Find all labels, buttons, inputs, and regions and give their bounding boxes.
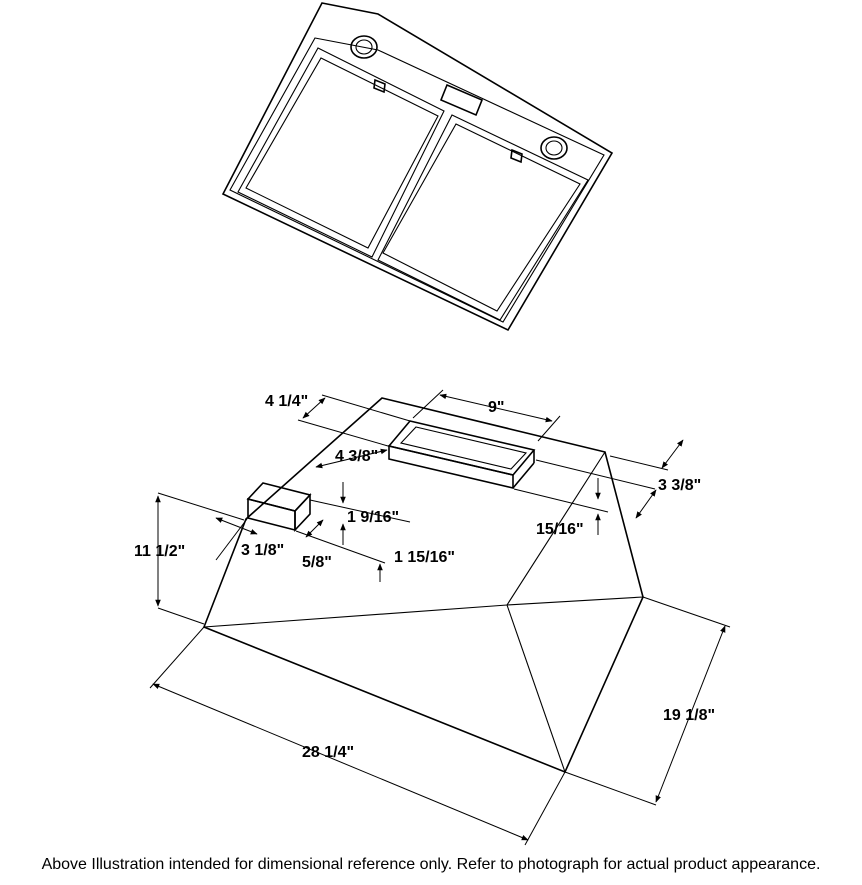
light-right-icon	[540, 136, 568, 160]
light-left-icon	[350, 35, 378, 59]
dim-plug-height: 1 9/16"	[347, 509, 399, 526]
dim-duct-offset-back: 4 1/4"	[265, 393, 308, 410]
control-panel	[439, 83, 484, 117]
dim-duct-offset-side: 4 3/8"	[335, 448, 378, 465]
filter-tab-left	[373, 78, 386, 94]
dim-width-overall: 28 1/4"	[302, 744, 354, 761]
dim-duct-height: 15/16"	[536, 521, 584, 538]
dimension-lines	[149, 389, 731, 846]
dim-duct-length: 9"	[488, 399, 504, 416]
dim-depth-overall: 19 1/8"	[663, 707, 715, 724]
dim-plug-width: 3 1/8"	[241, 542, 284, 559]
duct-collar	[387, 420, 536, 490]
dim-duct-depth: 3 3/8"	[658, 477, 701, 494]
hood-body-view	[202, 397, 644, 774]
filter-tab-right	[510, 148, 523, 164]
hood-underside-view	[221, 2, 614, 332]
left-filter	[237, 47, 445, 258]
dimension-labels: 9" 4 1/4" 4 3/8" 3 3/8" 15/16" 1 9/16" 3…	[134, 393, 715, 761]
dim-plug-offset: 5/8"	[302, 554, 332, 571]
dim-height-overall: 11 1/2"	[134, 543, 185, 560]
dim-plug-depth: 1 15/16"	[394, 549, 455, 566]
right-filter	[377, 114, 589, 321]
disclaimer-caption: Above Illustration intended for dimensio…	[41, 856, 821, 873]
power-plug-box	[246, 482, 312, 533]
